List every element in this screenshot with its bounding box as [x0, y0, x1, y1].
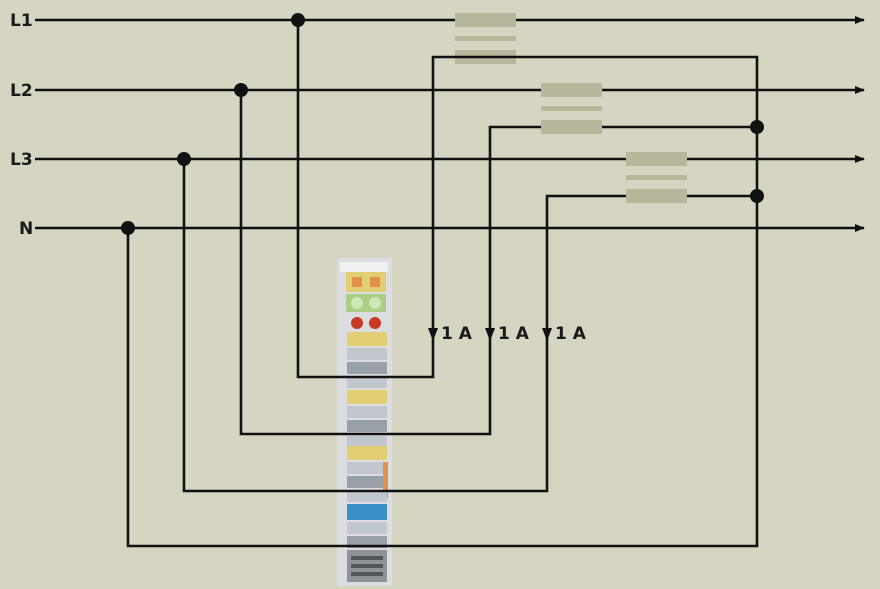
junction-dot-return-l2 [750, 120, 764, 134]
line-label-l3: L3 [10, 150, 33, 170]
line-label-n: N [19, 219, 33, 239]
terminal-blue-section [347, 504, 387, 520]
terminal-block [337, 258, 392, 586]
current-arrow-3 [542, 328, 552, 341]
line-label-l1: L1 [10, 11, 33, 31]
line-label-l2: L2 [10, 81, 33, 101]
current-label-3: 1 A [555, 324, 587, 344]
wire-neutral-return [126, 55, 759, 548]
current-transformer-l2 [541, 83, 602, 134]
wire-l1-loop [296, 20, 516, 379]
current-arrow-1 [428, 328, 438, 341]
current-arrow-2 [485, 328, 495, 341]
junction-dot-l1 [291, 13, 305, 27]
wire-l3-loop [182, 159, 626, 493]
terminal-red-leds [351, 317, 363, 329]
junction-dot-l2 [234, 83, 248, 97]
wire-l2-loop [239, 90, 541, 436]
current-label-2: 1 A [498, 324, 530, 344]
current-label-1: 1 A [441, 324, 473, 344]
junction-dot-n [121, 221, 135, 235]
current-transformer-l3 [626, 152, 687, 203]
junction-dot-l3 [177, 152, 191, 166]
junction-dot-return-l3 [750, 189, 764, 203]
